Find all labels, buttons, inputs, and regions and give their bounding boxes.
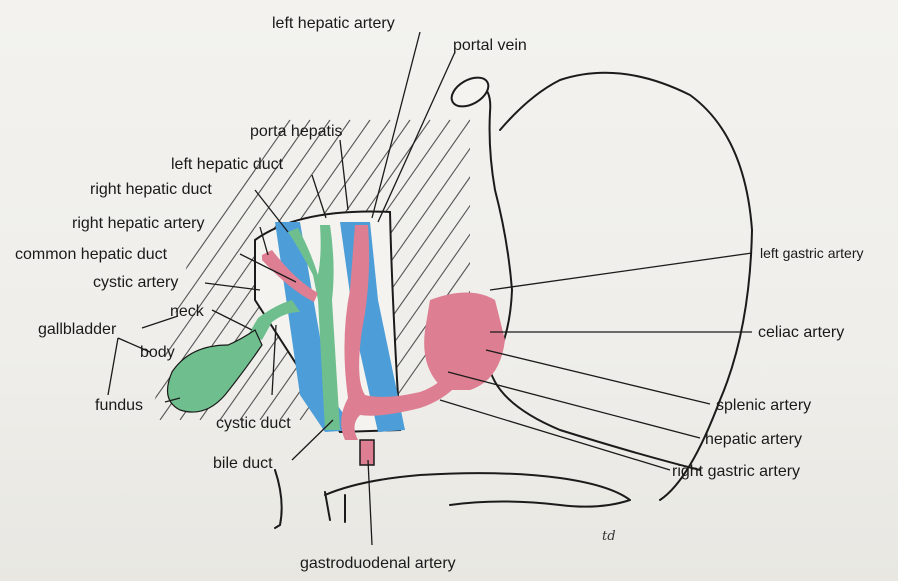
label-hepatic-artery: hepatic artery: [705, 431, 802, 448]
label-left-hepatic-artery: left hepatic artery: [272, 15, 395, 32]
label-neck: neck: [170, 303, 205, 320]
label-left-gastric-artery: left gastric artery: [760, 245, 863, 261]
label-body: body: [140, 344, 175, 361]
label-right-gastric-artery: right gastric artery: [672, 463, 800, 480]
label-celiac-artery: celiac artery: [758, 324, 844, 341]
label-fundus: fundus: [95, 397, 143, 414]
label-gastroduodenal-artery: gastroduodenal artery: [300, 555, 456, 572]
artist-signature: td: [602, 529, 616, 544]
label-cystic-duct: cystic duct: [216, 415, 291, 432]
gastroduodenal-stump: [360, 440, 374, 465]
leader-lines: [108, 32, 752, 545]
label-right-hepatic-artery: right hepatic artery: [72, 215, 205, 232]
label-common-hepatic-duct: common hepatic duct: [15, 246, 168, 263]
label-bile-duct: bile duct: [213, 455, 273, 472]
esophagus-opening: [447, 72, 494, 113]
duodenum-loop: [275, 470, 345, 528]
label-splenic-artery: splenic artery: [716, 397, 811, 414]
label-left-hepatic-duct: left hepatic duct: [171, 156, 284, 173]
label-porta-hepatis: porta hepatis: [250, 123, 343, 140]
label-cystic-artery: cystic artery: [93, 274, 178, 291]
label-right-hepatic-duct: right hepatic duct: [90, 181, 212, 198]
label-gallbladder: gallbladder: [38, 321, 117, 338]
label-portal-vein: portal vein: [453, 37, 527, 54]
duodenum-outline: [325, 473, 630, 507]
